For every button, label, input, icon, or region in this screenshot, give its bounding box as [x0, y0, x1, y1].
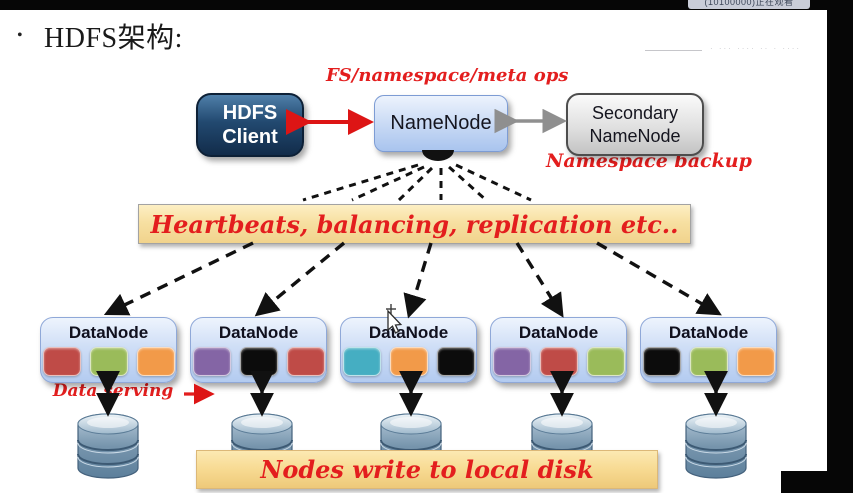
datanode-3: DataNode: [340, 317, 477, 383]
heartbeats-banner: Heartbeats, balancing, replication etc..: [138, 204, 691, 244]
datanode-1: DataNode: [40, 317, 177, 383]
datanode-2-label: DataNode: [218, 323, 299, 342]
datanode-5-label: DataNode: [668, 323, 749, 342]
annotation-data-serving: Data serving: [52, 381, 174, 401]
datanode-2-blocks: [191, 347, 326, 376]
datanode-4-blocks: [491, 347, 626, 376]
local-disk-banner-text: Nodes write to local disk: [260, 455, 594, 484]
annotation-meta-ops: FS/namespace/meta ops: [326, 65, 569, 86]
secondary-label-line2: NameNode: [589, 125, 681, 146]
fan-dashed-lines: [302, 163, 532, 202]
viewer-count-text: (10100000)正在观看: [704, 0, 794, 7]
datanode-5-blocks: [641, 347, 776, 376]
block-icon: [492, 347, 531, 376]
block-icon: [89, 347, 128, 376]
datanode-disk-arrows: [96, 371, 728, 417]
block-icon: [586, 347, 625, 376]
page-title: HDFS架构:: [44, 23, 183, 54]
namenode-label: NameNode: [390, 112, 492, 134]
block-icon: [239, 347, 278, 376]
bottom-right-black-patch: [781, 471, 853, 493]
right-black-bar: [827, 0, 853, 493]
block-icon: [436, 347, 475, 376]
datanode-5: DataNode: [640, 317, 777, 383]
faded-watermark-text: · ··· ···· ·· · ····: [710, 44, 802, 53]
block-icon: [642, 347, 681, 376]
heartbeat-dashed-arrows: [103, 241, 722, 319]
datanode-4: DataNode: [490, 317, 627, 383]
block-icon: [42, 347, 81, 376]
block-icon: [136, 347, 175, 376]
hdfs-client-node: HDFS Client: [196, 93, 304, 157]
datanode-3-label: DataNode: [368, 323, 449, 342]
viewer-count-badge: (10100000)正在观看: [688, 0, 810, 9]
datanode-3-blocks: [341, 347, 476, 376]
block-icon: [689, 347, 728, 376]
namenode-node: NameNode: [374, 95, 508, 152]
block-icon: [736, 347, 775, 376]
secondary-namenode-node: Secondary NameNode: [566, 93, 704, 156]
block-icon: [539, 347, 578, 376]
local-disk-banner: Nodes write to local disk: [196, 450, 658, 489]
block-icon: [389, 347, 428, 376]
heartbeats-banner-text: Heartbeats, balancing, replication etc..: [150, 209, 679, 239]
datanode-1-blocks: [41, 347, 176, 376]
datanode-1-label: DataNode: [68, 323, 149, 342]
block-icon: [342, 347, 381, 376]
hdfs-client-label-line1: HDFS: [222, 102, 278, 124]
secondary-label-line1: Secondary: [591, 103, 679, 123]
datanode-2: DataNode: [190, 317, 327, 383]
disk-cylinder-icon: [77, 413, 139, 479]
top-black-bar: [0, 0, 853, 10]
faded-watermark-line: [645, 50, 702, 51]
title-bullet: •: [17, 27, 23, 44]
disk-cylinder-icon: [685, 413, 747, 479]
block-icon: [286, 347, 325, 376]
hdfs-client-label-line2: Client: [222, 126, 278, 148]
datanode-4-label: DataNode: [518, 323, 599, 342]
block-icon: [192, 347, 231, 376]
